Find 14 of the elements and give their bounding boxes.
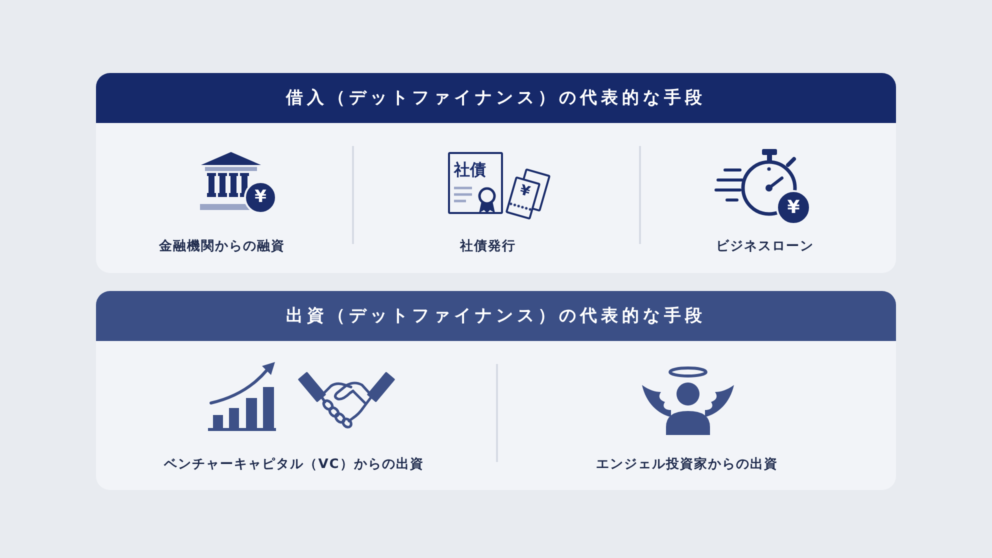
category-panel bbox=[96, 73, 896, 273]
certificate bbox=[448, 152, 503, 214]
panel-header: 出資（デットファイナンス）の代表的な手段 bbox=[96, 291, 896, 341]
panel-header: 借入（デットファイナンス）の代表的な手段 bbox=[96, 73, 896, 123]
method-caption: ベンチャーキャピタル（VC）からの出資 bbox=[164, 457, 424, 473]
certificate-title: 社債 bbox=[454, 161, 486, 179]
method-caption: ビジネスローン bbox=[716, 239, 814, 255]
yen-coin: ¥ bbox=[776, 190, 811, 225]
bond-ticket: ¥ bbox=[505, 176, 541, 220]
method-caption: 社債発行 bbox=[460, 239, 516, 255]
yen-coin: ¥ bbox=[244, 181, 277, 214]
method-caption: エンジェル投資家からの出資 bbox=[596, 457, 778, 473]
method-caption: 金融機関からの融資 bbox=[159, 239, 285, 255]
category-panel bbox=[96, 291, 896, 490]
